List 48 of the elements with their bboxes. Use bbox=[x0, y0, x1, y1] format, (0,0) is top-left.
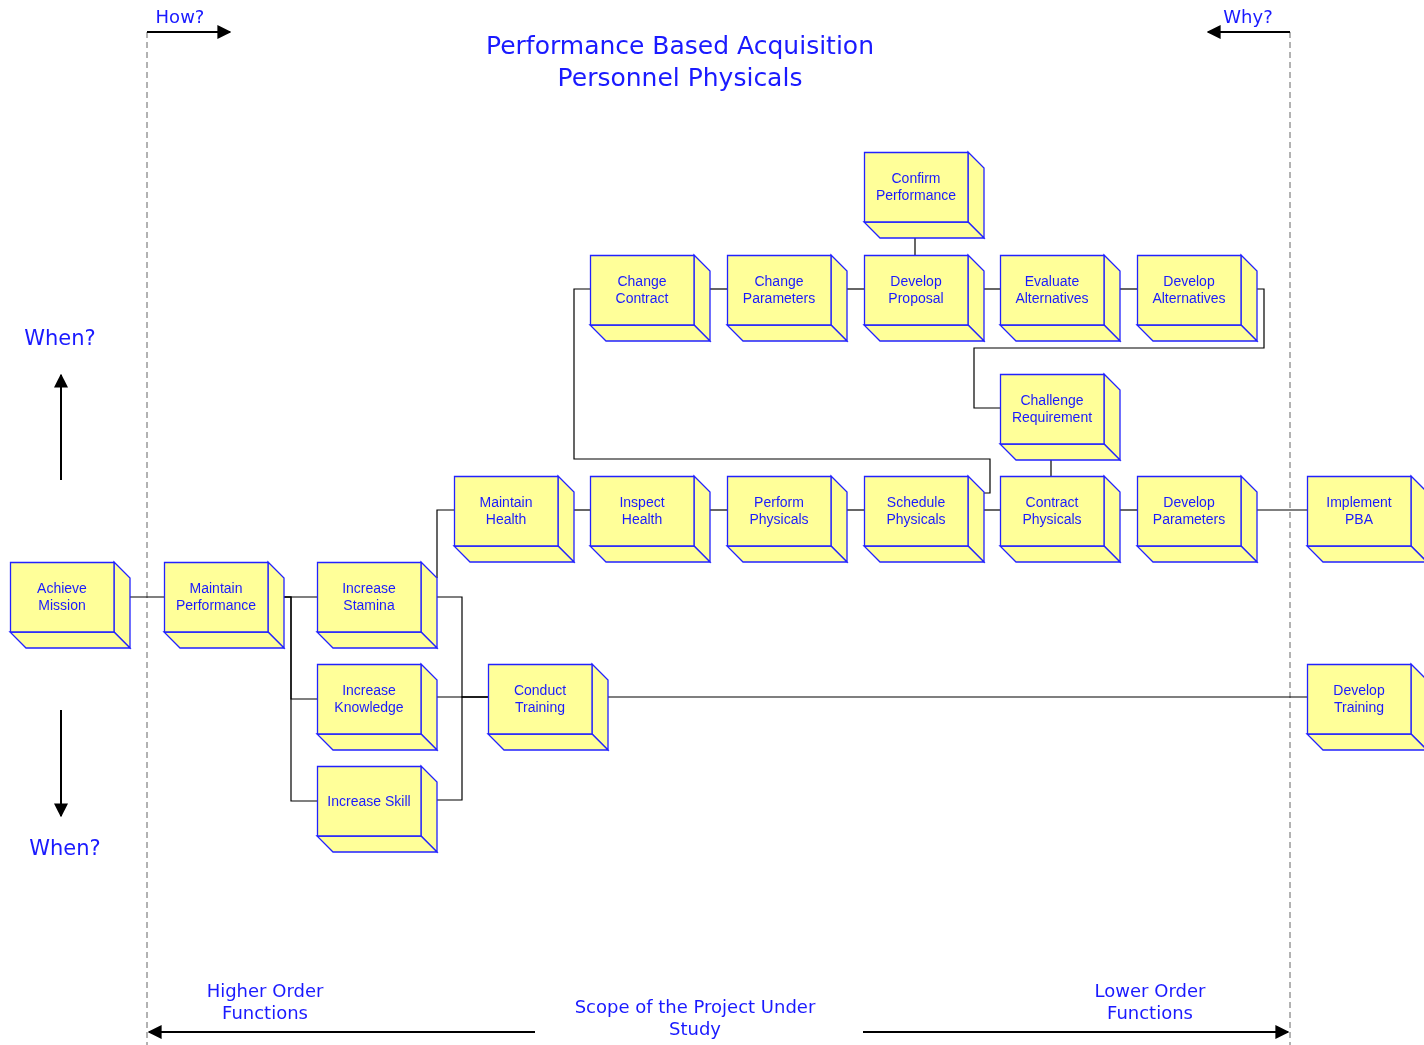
block-label: Maintain Performance bbox=[174, 580, 258, 614]
block-label: Perform Physicals bbox=[748, 494, 810, 528]
connector-line bbox=[1050, 459, 1052, 477]
connector-line bbox=[846, 509, 865, 511]
block-label: Evaluate Alternatives bbox=[1014, 273, 1090, 307]
connector-line bbox=[573, 288, 991, 494]
connector-line bbox=[283, 596, 318, 802]
annotation-label: When? bbox=[23, 326, 97, 351]
connector-line bbox=[709, 288, 728, 290]
block-label: Maintain Health bbox=[478, 494, 534, 528]
block-label: Increase Skill bbox=[327, 792, 411, 810]
block-label: Develop Proposal bbox=[887, 273, 945, 307]
connector-line bbox=[973, 288, 1265, 409]
connector-line bbox=[436, 696, 489, 801]
connector-line bbox=[573, 509, 591, 511]
connector-line bbox=[1119, 288, 1138, 290]
connector-line bbox=[129, 596, 165, 598]
block-label: Inspect Health bbox=[618, 494, 666, 528]
block-label: Change Parameters bbox=[741, 273, 817, 307]
annotation-label: Higher Order Functions bbox=[205, 980, 325, 1024]
block-label: Implement PBA bbox=[1325, 494, 1393, 528]
connector-line bbox=[914, 237, 916, 256]
connector-line bbox=[436, 509, 455, 579]
connector-line bbox=[709, 509, 728, 511]
connector-line bbox=[1119, 509, 1138, 511]
annotation-label: When? bbox=[28, 836, 102, 861]
block-label: Challenge Requirement bbox=[1010, 392, 1094, 426]
block-label: Achieve Mission bbox=[36, 580, 88, 614]
annotation-label: Scope of the Project Under Study bbox=[573, 996, 817, 1040]
connector-line bbox=[983, 288, 1001, 290]
block-label: Increase Stamina bbox=[341, 580, 397, 614]
block-label: Confirm Performance bbox=[874, 170, 958, 204]
annotation-label: How? bbox=[154, 6, 206, 28]
connector-line bbox=[607, 696, 1308, 698]
block-label: Develop Parameters bbox=[1151, 494, 1227, 528]
annotation-label: Why? bbox=[1222, 6, 1274, 28]
block-label: Develop Training bbox=[1332, 682, 1386, 716]
annotation-label: Lower Order Functions bbox=[1093, 980, 1207, 1024]
block-label: Schedule Physicals bbox=[885, 494, 947, 528]
diagram-title: Performance Based Acquisition Personnel Physicals bbox=[485, 30, 875, 94]
connector-line bbox=[983, 509, 1001, 511]
connector-line bbox=[846, 288, 865, 290]
block-label: Conduct Training bbox=[512, 682, 568, 716]
block-label: Contract Physicals bbox=[1021, 494, 1083, 528]
block-label: Change Contract bbox=[614, 273, 670, 307]
block-label: Increase Knowledge bbox=[333, 682, 405, 716]
connector-line bbox=[1256, 509, 1308, 511]
block-label: Develop Alternatives bbox=[1151, 273, 1227, 307]
